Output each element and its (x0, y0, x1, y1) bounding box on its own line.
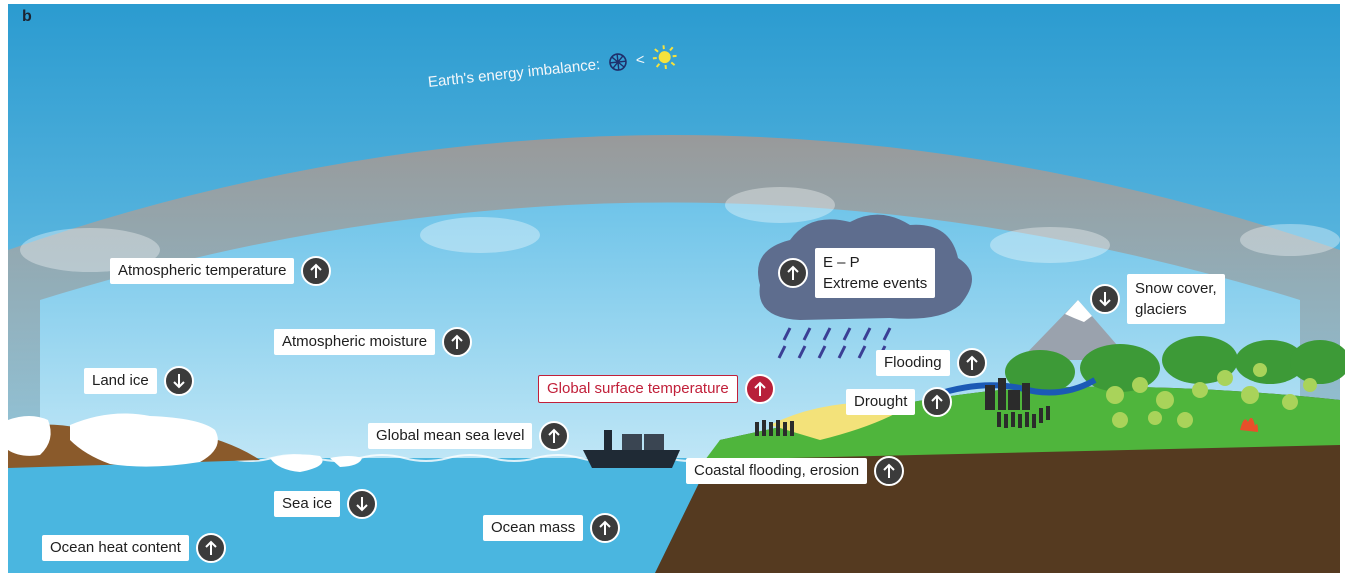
e-minus-p-text: E – P (823, 252, 927, 273)
arrow-down-icon (347, 489, 377, 519)
arrow-up-icon (957, 348, 987, 378)
snow-cover-text: Snow cover, (1135, 278, 1217, 299)
arrow-up-icon (874, 456, 904, 486)
glaciers-text: glaciers (1135, 299, 1217, 320)
arrow-up-icon (745, 374, 775, 404)
extreme-events-text: Extreme events (823, 273, 927, 294)
label-text: Atmospheric temperature (110, 258, 294, 284)
energy-imbalance-comparison: < (635, 51, 645, 69)
label-text: Global surface temperature (538, 375, 738, 403)
global-mean-sea-level-label: Global mean sea level (368, 421, 569, 451)
label-text: Sea ice (274, 491, 340, 517)
label-text: Global mean sea level (368, 423, 532, 449)
label-text: Flooding (876, 350, 950, 376)
label-text: E – P Extreme events (815, 248, 935, 298)
arrow-up-icon (590, 513, 620, 543)
atmospheric-temperature-label: Atmospheric temperature (110, 256, 331, 286)
arrow-up-icon (196, 533, 226, 563)
coastal-flooding-erosion-label: Coastal flooding, erosion (686, 456, 904, 486)
arrow-up-icon (442, 327, 472, 357)
sun-icon (651, 44, 677, 70)
panel-letter: b (22, 8, 32, 26)
arrow-up-icon (778, 258, 808, 288)
label-text: Atmospheric moisture (274, 329, 435, 355)
drought-label: Drought (846, 387, 952, 417)
ocean-mass-label: Ocean mass (483, 513, 620, 543)
arrow-down-icon (1090, 284, 1120, 314)
snow-cover-label: Snow cover, glaciers (1090, 273, 1225, 325)
arrow-up-icon (922, 387, 952, 417)
ice-sheet-1 (8, 416, 51, 456)
label-text: Land ice (84, 368, 157, 394)
atmospheric-moisture-label: Atmospheric moisture (274, 327, 472, 357)
ocean-heat-content-label: Ocean heat content (42, 533, 226, 563)
label-text: Coastal flooding, erosion (686, 458, 867, 484)
sea-ice-label: Sea ice (274, 489, 377, 519)
evaporation-precipitation-label: E – P Extreme events (778, 248, 935, 298)
label-text: Drought (846, 389, 915, 415)
label-text: Ocean heat content (42, 535, 189, 561)
arrow-up-icon (301, 256, 331, 286)
label-text: Ocean mass (483, 515, 583, 541)
flooding-label: Flooding (876, 348, 987, 378)
arrow-up-icon (539, 421, 569, 451)
global-surface-temperature-label: Global surface temperature (538, 374, 775, 404)
arrow-down-icon (164, 366, 194, 396)
land-ice-label: Land ice (84, 366, 194, 396)
outgoing-radiation-icon (607, 51, 629, 73)
label-text: Snow cover, glaciers (1127, 274, 1225, 324)
